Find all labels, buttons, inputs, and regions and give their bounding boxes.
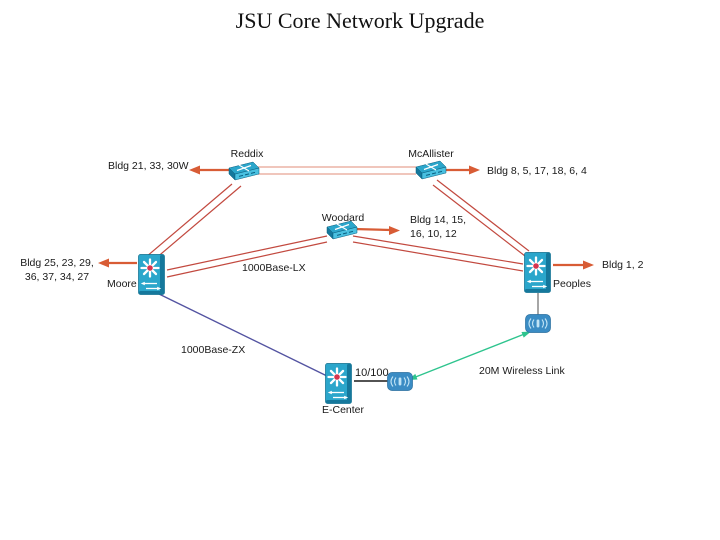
building-arrow-reddix: [189, 165, 231, 175]
peoples-wireless-bridge-icon: [525, 314, 551, 338]
peoples-switch-icon: [524, 252, 552, 298]
wireless-arrowhead-right: [521, 331, 531, 338]
link-label-1000base-zx: 1000Base-ZX: [181, 344, 246, 356]
reddix-router-icon: [228, 161, 260, 188]
woodard-label: Woodard: [321, 212, 365, 224]
building-arrow-mcallister: [445, 165, 480, 175]
ecenter-label: E-Center: [322, 404, 365, 416]
moore-label: Moore: [107, 278, 137, 290]
link-moore-reddix: [145, 183, 242, 260]
mcallister-label: McAllister: [408, 148, 454, 160]
ecenter-switch-icon: [325, 363, 353, 409]
page-title: JSU Core Network Upgrade: [235, 8, 485, 33]
link-woodard-peoples: [352, 235, 524, 272]
ecenter-wireless-bridge-icon: [387, 372, 413, 396]
moore-switch-icon: [138, 254, 166, 300]
building-arrow-moore: [98, 258, 137, 268]
reddix-label: Reddix: [230, 148, 264, 160]
building-arrow-woodard: [353, 226, 400, 235]
link-label-10-100: 10/100: [355, 367, 389, 379]
link-moore-ecenter: [158, 293, 328, 377]
woodard-router-icon: [326, 220, 358, 247]
building-label-woodard-line1: Bldg 14, 15,: [410, 214, 467, 226]
link-mcallister-peoples: [432, 179, 530, 257]
mcallister-router-icon: [415, 160, 447, 187]
building-label-peoples: Bldg 1, 2: [602, 259, 644, 271]
link-label-1000base-lx: 1000Base-LX: [242, 262, 306, 274]
building-label-woodard-line2: 16, 10, 12: [410, 227, 457, 240]
link-label-wireless: 20M Wireless Link: [479, 365, 565, 377]
link-reddix-mcallister: [258, 166, 416, 175]
building-label-moore-line1: Bldg 25, 23, 29,: [20, 257, 94, 269]
building-label-mcallister: Bldg 8, 5, 17, 18, 6, 4: [487, 165, 587, 177]
building-arrow-peoples: [553, 260, 594, 270]
link-moore-woodard: [166, 235, 328, 278]
building-label-woodard: Bldg 14, 15, 16, 10, 12: [410, 214, 466, 241]
building-label-reddix: Bldg 21, 33, 30W: [108, 160, 189, 172]
building-label-moore: Bldg 25, 23, 29, 36, 37, 34, 27: [18, 257, 96, 284]
peoples-label: Peoples: [553, 278, 591, 290]
building-label-moore-line2: 36, 37, 34, 27: [24, 270, 90, 283]
